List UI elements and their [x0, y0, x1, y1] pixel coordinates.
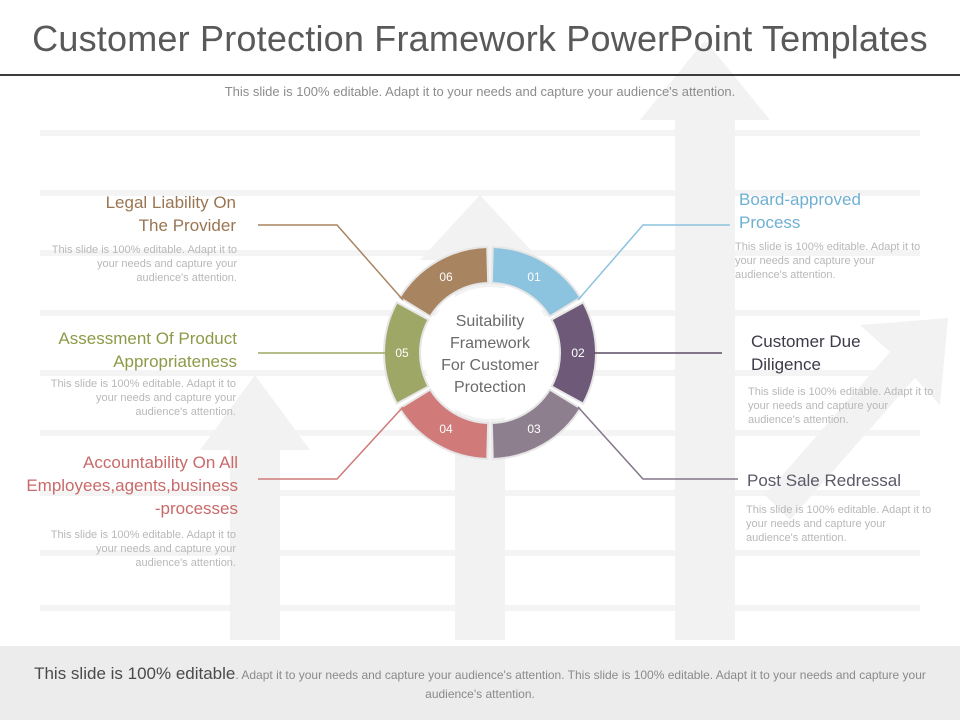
item-assessment-title: Assessment Of Product Appropriateness: [0, 327, 237, 373]
connector-legal: [258, 224, 404, 301]
desc-line: audience's attention.: [748, 414, 849, 426]
ring-center-line: Protection: [454, 379, 526, 396]
ring-segment-number-06: 06: [439, 270, 453, 284]
footer-text: This slide is 100% editable. Adapt it to…: [10, 664, 950, 704]
connector-lines: [258, 224, 738, 480]
desc-line: your needs and capture your: [748, 400, 889, 412]
desc-line: This slide is 100% editable. Adapt it to: [50, 529, 236, 541]
item-due-title: Customer Due Diligence: [751, 330, 861, 376]
item-board-title-line1: Board-approved: [739, 190, 861, 209]
title-divider: [0, 74, 960, 76]
ring-segment-number-03: 03: [527, 422, 541, 436]
ring-segment-number-05: 05: [395, 346, 409, 360]
item-legal-title-line1: Legal Liability On: [105, 193, 236, 212]
page-subtitle: This slide is 100% editable. Adapt it to…: [224, 84, 736, 99]
desc-line: This slide is 100% editable. Adapt it to: [51, 244, 237, 256]
item-accountability-title-line1: Accountability On All: [83, 453, 238, 472]
desc-line: This slide is 100% editable. Adapt it to: [748, 386, 934, 398]
item-assessment-description: This slide is 100% editable. Adapt it to…: [0, 377, 236, 419]
connector-board: [577, 224, 730, 301]
item-accountability-title: Accountability On All Employees,agents,b…: [0, 451, 238, 520]
ring-segment-06: [398, 246, 490, 318]
item-due-description: This slide is 100% editable. Adapt it to…: [748, 385, 933, 427]
connector-accountability: [258, 406, 404, 480]
ring-segments: [383, 246, 597, 460]
ring-segment-05: [383, 301, 430, 405]
desc-line: audience's attention.: [135, 557, 236, 569]
ring-center-line: For Customer: [441, 357, 539, 374]
item-accountability-description: This slide is 100% editable. Adapt it to…: [0, 528, 236, 570]
item-legal-title-line2: The Provider: [138, 216, 236, 235]
item-redressal-description: This slide is 100% editable. Adapt it to…: [746, 503, 931, 545]
ring-segment-02: [550, 301, 597, 405]
desc-line: This slide is 100% editable. Adapt it to: [735, 241, 921, 253]
desc-line: your needs and capture your: [95, 392, 236, 404]
footer-bar: [0, 646, 960, 720]
ring-segment-number-04: 04: [439, 422, 453, 436]
item-accountability-title-line2: Employees,agents,business: [26, 476, 238, 495]
item-legal-description: This slide is 100% editable. Adapt it to…: [0, 243, 237, 285]
ring-segment-number-02: 02: [571, 346, 585, 360]
item-legal-title: Legal Liability On The Provider: [0, 191, 236, 237]
desc-line: your needs and capture your: [735, 255, 876, 267]
desc-line: This slide is 100% editable. Adapt it to: [50, 378, 236, 390]
item-board-description: This slide is 100% editable. Adapt it to…: [735, 240, 920, 282]
ring-segment-04: [398, 388, 490, 460]
page-title: Customer Protection Framework PowerPoint…: [32, 18, 928, 59]
desc-line: your needs and capture your: [96, 258, 237, 270]
item-board-title-line2: Process: [739, 213, 801, 232]
desc-line: your needs and capture your: [95, 543, 236, 555]
item-due-title-line1: Customer Due: [751, 332, 861, 351]
item-due-title-line2: Diligence: [751, 355, 821, 374]
item-redressal-title: Post Sale Redressal: [747, 469, 901, 492]
ring-segment-03: [490, 388, 582, 460]
item-board-title: Board-approved Process: [739, 188, 861, 234]
item-redressal-title-line1: Post Sale Redressal: [747, 471, 902, 490]
ring-center-line: Framework: [450, 335, 531, 352]
item-assessment-title-line2: Appropriateness: [113, 352, 237, 371]
footer-lead: This slide is 100% editable: [34, 664, 236, 683]
item-assessment-title-line1: Assessment Of Product: [58, 329, 237, 348]
item-accountability-title-line3: -processes: [154, 499, 238, 518]
ring-segment-number-01: 01: [527, 270, 541, 284]
ring-center-circle: [424, 287, 556, 419]
connector-redressal: [577, 406, 738, 480]
ring-center-line: Suitability: [456, 313, 524, 330]
desc-line: audience's attention.: [735, 269, 836, 281]
footer-body: . Adapt it to your needs and capture you…: [235, 668, 926, 701]
desc-line: your needs and capture your: [746, 518, 887, 530]
desc-line: audience's attention.: [136, 272, 237, 284]
desc-line: This slide is 100% editable. Adapt it to: [746, 504, 932, 516]
ring-segment-labels: 01 02 03 04 05 06: [395, 270, 585, 436]
desc-line: audience's attention.: [746, 532, 847, 544]
desc-line: audience's attention.: [135, 406, 236, 418]
